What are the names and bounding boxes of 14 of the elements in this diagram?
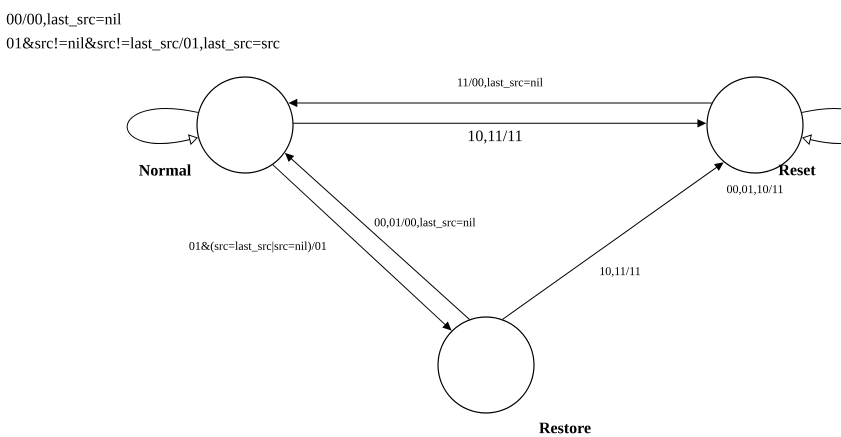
state-name: Normal: [139, 164, 191, 176]
transition-note: 00/00,last_src=nil: [6, 13, 122, 27]
edge-label: 00,01/00,last_src=nil: [373, 216, 477, 230]
self-loop-arrow: [801, 108, 841, 146]
edge-label: 00,01,10/11: [727, 185, 783, 195]
edge-label: 01&(src=last_src|src=nil)/01: [188, 240, 328, 254]
edge-label: 10,11/11: [466, 129, 524, 145]
edge-label: 11/00,last_src=nil: [456, 76, 544, 90]
state-name: Restore: [539, 422, 591, 434]
transition-note: 01&src!=nil&src!=last_src/01,last_src=src: [6, 37, 280, 51]
state-circle: [437, 316, 535, 414]
state-name: Reset: [778, 164, 816, 176]
state-circle: [196, 76, 294, 174]
edge-label: 10,11/11: [598, 266, 642, 278]
